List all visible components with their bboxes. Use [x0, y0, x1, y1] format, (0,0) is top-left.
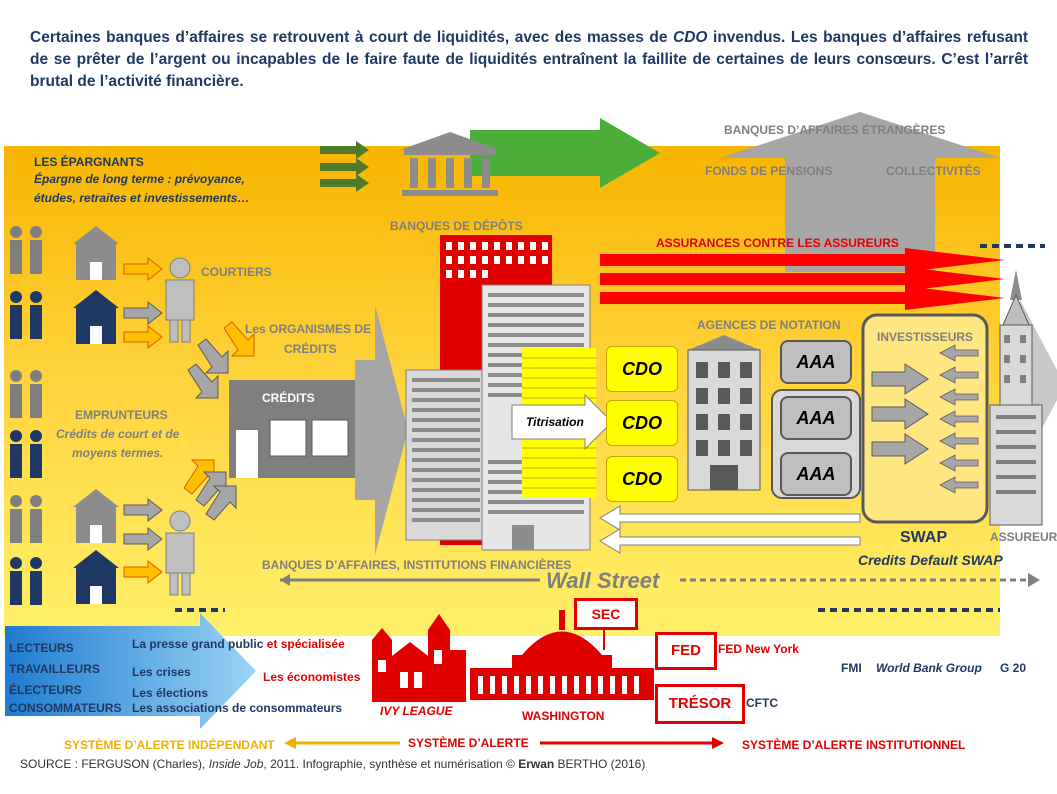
assurances-label: ASSURANCES CONTRE LES ASSUREURS	[656, 236, 899, 250]
up-arrow-foreign-banks	[720, 112, 1000, 272]
gray-building-left	[405, 369, 487, 541]
banques-depots-label: BANQUES DE DÉPÔTS	[390, 219, 523, 233]
organismes-label-2: CRÉDITS	[284, 342, 337, 356]
return-arrows	[599, 505, 861, 554]
source-line: SOURCE : FERGUSON (Charles), Inside Job,…	[20, 757, 646, 771]
house-navy-2	[73, 550, 119, 604]
agences-label: AGENCES DE NOTATION	[697, 318, 841, 332]
swap-label: SWAP	[900, 529, 948, 546]
alert-line	[284, 737, 724, 749]
green-arrow	[470, 118, 660, 188]
broker-figure-bottom	[165, 510, 195, 596]
swap-small-arrows	[939, 344, 979, 494]
alerte-independant-label: SYSTÈME D’ALERTE INDÉPENDANT	[64, 738, 275, 752]
aaa-box-3: AAA	[780, 452, 852, 496]
cftc-label: CFTC	[746, 696, 778, 710]
emprunteurs-sub2: moyens termes.	[72, 446, 164, 460]
ivy-league-label: IVY LEAGUE	[380, 704, 453, 718]
banques-etrangeres-label: BANQUES D’AFFAIRES ÉTRANGÈRES	[724, 123, 946, 137]
fed-ny-label: FED New York	[718, 642, 799, 656]
elections-label: Les élections	[132, 686, 209, 700]
people-icons	[10, 226, 42, 605]
sec-box: SEC	[574, 598, 638, 630]
blue-arrow-label-0: LECTEURS	[9, 641, 74, 655]
emprunteurs-label: EMPRUNTEURS	[75, 408, 168, 422]
credits-label: CRÉDITS	[262, 391, 315, 405]
diagonal-arrows	[183, 321, 255, 521]
aaa-box-1: AAA	[780, 340, 852, 384]
fed-box: FED	[655, 632, 717, 670]
red-arrows	[600, 248, 1005, 310]
assureurs-label: ASSUREURS	[990, 530, 1057, 544]
house-navy-1	[73, 290, 119, 344]
assureurs-tower	[989, 270, 1043, 526]
investor-arrows	[871, 363, 929, 465]
titrisation-label: Titrisation	[526, 415, 584, 429]
associations-label: Les associations de consommateurs	[132, 701, 343, 715]
fonds-pensions-label: FONDS DE PENSIONS	[705, 164, 833, 178]
wall-street-line	[280, 573, 1040, 587]
cdo-box-1: CDO	[606, 346, 678, 392]
blue-arrow	[5, 613, 256, 729]
blue-arrow-label-2: ÉLECTEURS	[9, 683, 82, 697]
epargnants-sub2: études, retraites et investissements…	[34, 191, 250, 205]
titrisation-arrow	[511, 393, 613, 451]
world-bank-label: World Bank Group	[876, 661, 982, 675]
epargnants-title: LES ÉPARGNANTS	[34, 155, 144, 169]
presse-label: La presse grand public et spécialisée	[132, 637, 345, 651]
credits-to-banks-arrow	[355, 305, 408, 555]
cds-label: Credits Default SWAP	[858, 552, 1003, 568]
blue-arrow-label-3: CONSOMMATEURS	[9, 701, 122, 715]
intro-paragraph: Certaines banques d’affaires se retrouve…	[30, 29, 1028, 90]
wall-street-label: Wall Street	[546, 568, 660, 593]
house-gray-2	[73, 489, 119, 543]
tresor-box: TRÉSOR	[655, 684, 745, 724]
small-green-arrows	[320, 141, 369, 192]
washington-label: WASHINGTON	[522, 709, 605, 723]
blue-arrow-label-1: TRAVAILLEURS	[9, 662, 100, 676]
gray-small-arrows	[123, 300, 163, 552]
economistes-label: Les économistes	[263, 670, 361, 684]
g20-label: G 20	[1000, 661, 1027, 675]
courtiers-label: COURTIERS	[201, 265, 272, 279]
crises-label: Les crises	[132, 665, 191, 679]
bank-depots-icon	[400, 132, 500, 196]
credits-building	[229, 380, 355, 478]
orange-arrows	[123, 256, 163, 585]
banques-affaires-label: BANQUES D’AFFAIRES, INSTITUTIONS FINANCI…	[262, 558, 572, 572]
epargnants-sub1: Épargne de long terme : prévoyance,	[34, 172, 245, 186]
investisseurs-frame	[861, 313, 989, 524]
cdo-box-2: CDO	[606, 400, 678, 446]
fmi-label: FMI	[841, 661, 862, 675]
rating-agency-building	[687, 335, 761, 491]
washington-capitol	[470, 610, 654, 700]
ivy-league-building	[372, 614, 466, 702]
collectivites-label: COLLECTIVITÉS	[886, 164, 981, 178]
aaa-box-2: AAA	[780, 396, 852, 440]
alerte-institutionnel-label: SYSTÈME D’ALERTE INSTITUTIONNEL	[742, 738, 966, 752]
cdo-box-3: CDO	[606, 456, 678, 502]
organismes-label-1: Les ORGANISMES DE	[245, 322, 372, 336]
alerte-label: SYSTÈME D’ALERTE	[408, 736, 529, 750]
broker-figure-top	[165, 257, 195, 343]
investisseurs-label: INVESTISSEURS	[877, 330, 974, 344]
house-gray-1	[73, 226, 119, 280]
emprunteurs-sub1: Crédits de court et de	[56, 427, 180, 441]
